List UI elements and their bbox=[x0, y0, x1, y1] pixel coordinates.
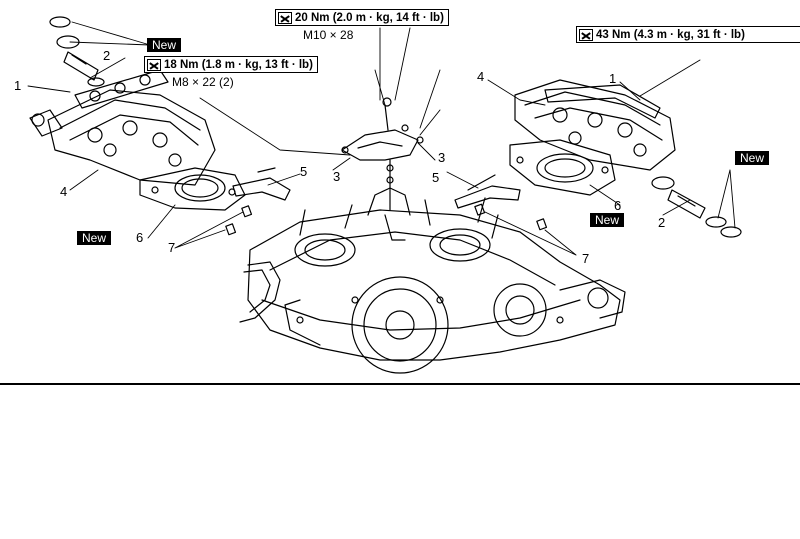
right-cylinder-head bbox=[509, 79, 676, 196]
torque-wrench-icon bbox=[278, 11, 292, 24]
torque-label-2: 18 Nm (1.8 m · kg, 13 ft · lb) bbox=[164, 58, 313, 71]
crankcase bbox=[239, 187, 626, 374]
bottom-rule bbox=[0, 383, 800, 385]
callout-4: 4 bbox=[477, 69, 485, 84]
torque-label-3: 43 Nm (4.3 m · kg, 31 ft · lb) bbox=[596, 28, 745, 41]
callout-4: 4 bbox=[60, 184, 68, 199]
bolt-spec-2: M8 × 22 (2) bbox=[172, 74, 234, 89]
callout-1: 1 bbox=[14, 78, 22, 93]
center-bracket bbox=[341, 97, 424, 211]
new-badge: New bbox=[77, 231, 112, 245]
bolt-spec-1: M10 × 28 bbox=[303, 27, 354, 42]
torque-spec-3: 43 Nm (4.3 m · kg, 31 ft · lb) bbox=[576, 26, 800, 46]
torque-label-1: 20 Nm (2.0 m · kg, 14 ft · lb) bbox=[295, 11, 444, 24]
callout-1: 1 bbox=[609, 71, 617, 86]
torque-wrench-icon bbox=[579, 28, 593, 41]
chain-guides bbox=[232, 167, 521, 209]
callout-3: 3 bbox=[333, 169, 341, 184]
torque-spec-2: 18 Nm (1.8 m · kg, 13 ft · lb) M8 × 22 (… bbox=[144, 56, 318, 89]
torque-spec-1: 20 Nm (2.0 m · kg, 14 ft · lb) M10 × 28 bbox=[275, 9, 449, 42]
left-cylinder-head bbox=[29, 69, 246, 211]
callout-2: 2 bbox=[658, 215, 666, 230]
new-badge: New bbox=[147, 38, 182, 52]
dowel-pins bbox=[225, 203, 548, 236]
callout-5: 5 bbox=[432, 170, 440, 185]
callout-7: 7 bbox=[582, 251, 590, 266]
callout-6: 6 bbox=[136, 230, 144, 245]
torque-wrench-icon bbox=[147, 58, 161, 71]
new-badge: New bbox=[590, 213, 625, 227]
callout-6: 6 bbox=[614, 198, 622, 213]
new-badge: New bbox=[735, 151, 770, 165]
leader-lines bbox=[27, 21, 736, 256]
callout-7: 7 bbox=[168, 240, 176, 255]
callout-3: 3 bbox=[438, 150, 446, 165]
right-tappet-assembly bbox=[651, 176, 742, 238]
left-tappet-assembly bbox=[49, 16, 105, 87]
callout-5: 5 bbox=[300, 164, 308, 179]
callout-2: 2 bbox=[103, 48, 111, 63]
